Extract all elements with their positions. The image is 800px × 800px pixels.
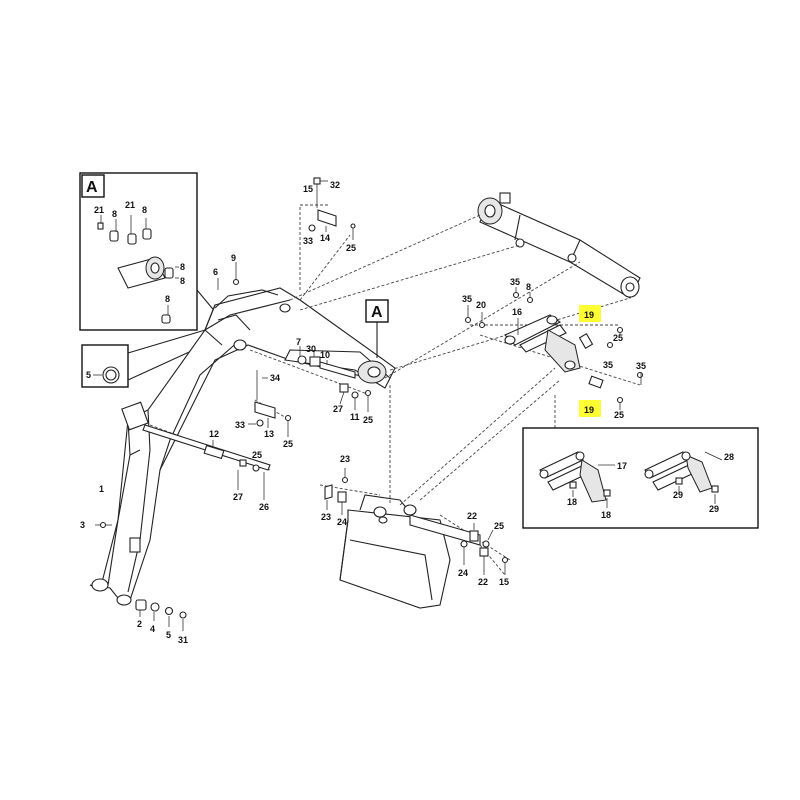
bucket-drawing [339, 494, 451, 609]
label-32: 32 [330, 180, 340, 190]
callout-a-label: A [371, 304, 383, 321]
label-26: 26 [259, 502, 269, 512]
highlight-19b [579, 400, 601, 417]
inset-label-21a: 21 [94, 205, 104, 215]
label-18b: 18 [601, 510, 611, 520]
inset-label-21b: 21 [125, 200, 135, 210]
label-15: 15 [303, 184, 313, 194]
label-20: 20 [476, 300, 486, 310]
label-25e: 25 [494, 521, 504, 531]
label-35c: 35 [603, 360, 613, 370]
link-variant-17-drawing [539, 451, 615, 508]
label-35d: 35 [636, 361, 646, 371]
cylinder-end-drawing [117, 256, 166, 289]
label-13: 13 [264, 429, 274, 439]
label-7: 7 [296, 337, 301, 347]
label-9: 9 [231, 253, 236, 263]
inset-label-8b: 8 [142, 205, 147, 215]
label-22b: 22 [478, 577, 488, 587]
label-5b: 5 [166, 630, 171, 640]
label-23b: 23 [321, 512, 331, 522]
label-27a: 27 [333, 404, 343, 414]
label-15b: 15 [499, 577, 509, 587]
label-25a: 25 [346, 243, 356, 253]
label-33b: 33 [235, 420, 245, 430]
label-25b: 25 [363, 415, 373, 425]
label-11: 11 [350, 412, 360, 422]
label-1: 1 [99, 484, 104, 494]
label-12: 12 [209, 429, 219, 439]
label-25g: 25 [614, 410, 624, 420]
label-25c: 25 [283, 439, 293, 449]
small-parts [95, 177, 642, 631]
label-34: 34 [270, 373, 280, 383]
inset-label-8c: 8 [180, 262, 185, 272]
highlight-19a [579, 305, 601, 322]
label-28: 28 [724, 452, 734, 462]
label-8: 8 [526, 282, 531, 292]
link-variant-28-drawing [644, 451, 723, 504]
label-3: 3 [80, 520, 85, 530]
label-19a: 19 [584, 310, 594, 320]
part-callout-labels: 32 15 33 14 25 9 6 7 30 10 34 27 11 25 3… [80, 180, 646, 645]
label-17: 17 [617, 461, 627, 471]
label-5: 5 [86, 370, 91, 380]
label-24a: 24 [337, 517, 347, 527]
label-31: 31 [178, 635, 188, 645]
label-18a: 18 [567, 497, 577, 507]
label-2: 2 [137, 619, 142, 629]
label-35b: 35 [510, 277, 520, 287]
label-25d: 25 [252, 450, 262, 460]
label-30: 30 [306, 344, 316, 354]
link-variants-inset: 17 18 18 28 29 29 [522, 427, 759, 529]
label-16: 16 [512, 307, 522, 317]
hydraulic-cylinder-drawing [477, 192, 641, 299]
label-29b: 29 [709, 504, 719, 514]
label-10: 10 [320, 350, 330, 360]
label-22a: 22 [467, 511, 477, 521]
label-6: 6 [213, 267, 218, 277]
label-29a: 29 [673, 490, 683, 500]
callout-a-box: A [365, 299, 389, 358]
label-24b: 24 [458, 568, 468, 578]
linkage-drawing [464, 291, 644, 404]
label-27b: 27 [233, 492, 243, 502]
label-33a: 33 [303, 236, 313, 246]
label-23a: 23 [340, 454, 350, 464]
inset-label-8e: 8 [165, 294, 170, 304]
label-4: 4 [150, 624, 155, 634]
label-14: 14 [320, 233, 330, 243]
label-25f: 25 [613, 333, 623, 343]
detail-a-inset: A 21 8 21 8 8 8 8 [79, 172, 198, 331]
bushing-parts-drawing [97, 215, 179, 324]
detail-a-inset-label: A [86, 179, 98, 196]
inset-label-8d: 8 [180, 276, 185, 286]
label-19b: 19 [584, 405, 594, 415]
label-35a: 35 [462, 294, 472, 304]
inset-label-8a: 8 [112, 209, 117, 219]
